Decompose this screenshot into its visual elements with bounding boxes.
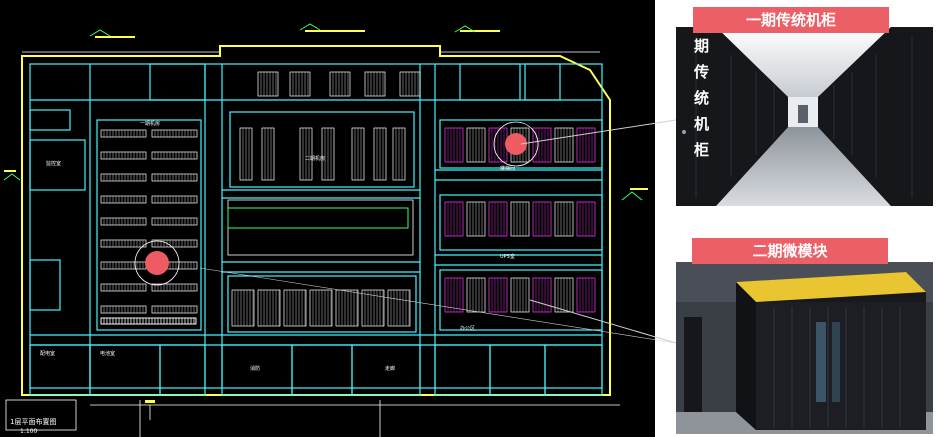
rack-row: [151, 173, 198, 182]
phase1-title: 一期传统机柜: [693, 7, 889, 33]
detail-lines: [5, 51, 620, 437]
rack-row: [100, 305, 147, 314]
rack-row: [151, 195, 198, 204]
rack-row: [329, 71, 351, 97]
phase1-photo: 一期传统机柜: [676, 27, 933, 206]
rack-row: [100, 195, 147, 204]
rack-row: [151, 239, 198, 248]
zone-label: 监控室: [46, 160, 61, 167]
rack-row: [257, 71, 279, 97]
rack-row: [100, 217, 147, 226]
zone-label: 办公区: [460, 325, 475, 332]
zone-label: UPS室: [500, 253, 515, 260]
rack-row: [151, 217, 198, 226]
rack-row: [151, 151, 198, 160]
zone-label: 二期机房: [305, 155, 325, 162]
yellow-annotations: [4, 30, 648, 403]
rack-row: [100, 283, 147, 292]
rack-row: [151, 129, 198, 138]
zone-label: 走廊: [385, 365, 395, 372]
rack-row: [399, 71, 421, 97]
aisle-illustration: [676, 27, 933, 206]
phase1-marker: [505, 133, 527, 155]
zone-label: 电池室: [100, 350, 115, 357]
zone-label: 楼梯间: [500, 165, 515, 172]
rack-row: [364, 71, 386, 97]
floor-plan-drawing: 一期机房二期机房配电室电池室消防走廊楼梯间UPS室办公区监控室 1层平面布置图 …: [0, 0, 655, 437]
phase2-photo: [676, 262, 933, 434]
zone-label: 消防: [250, 365, 260, 372]
phase2-marker: [145, 251, 169, 275]
zone-label: 一期机房: [140, 120, 160, 127]
rack-row: [100, 173, 147, 182]
module-illustration: [676, 262, 933, 434]
phase2-marker-ring: [134, 240, 180, 286]
zone-label: 配电室: [40, 350, 55, 357]
rack-row: [100, 129, 147, 138]
drawing-title-note: 1层平面布置图: [10, 417, 56, 426]
rack-row: [289, 71, 311, 97]
rack-row: [151, 305, 198, 314]
phase2-title: 二期微模块: [692, 238, 888, 264]
rack-row: [151, 283, 198, 292]
rack-row: [100, 317, 197, 325]
cad-background: [0, 0, 655, 437]
green-details: [3, 23, 643, 229]
rack-row: [100, 151, 147, 160]
drawing-scale-note: 1:100: [20, 428, 37, 435]
